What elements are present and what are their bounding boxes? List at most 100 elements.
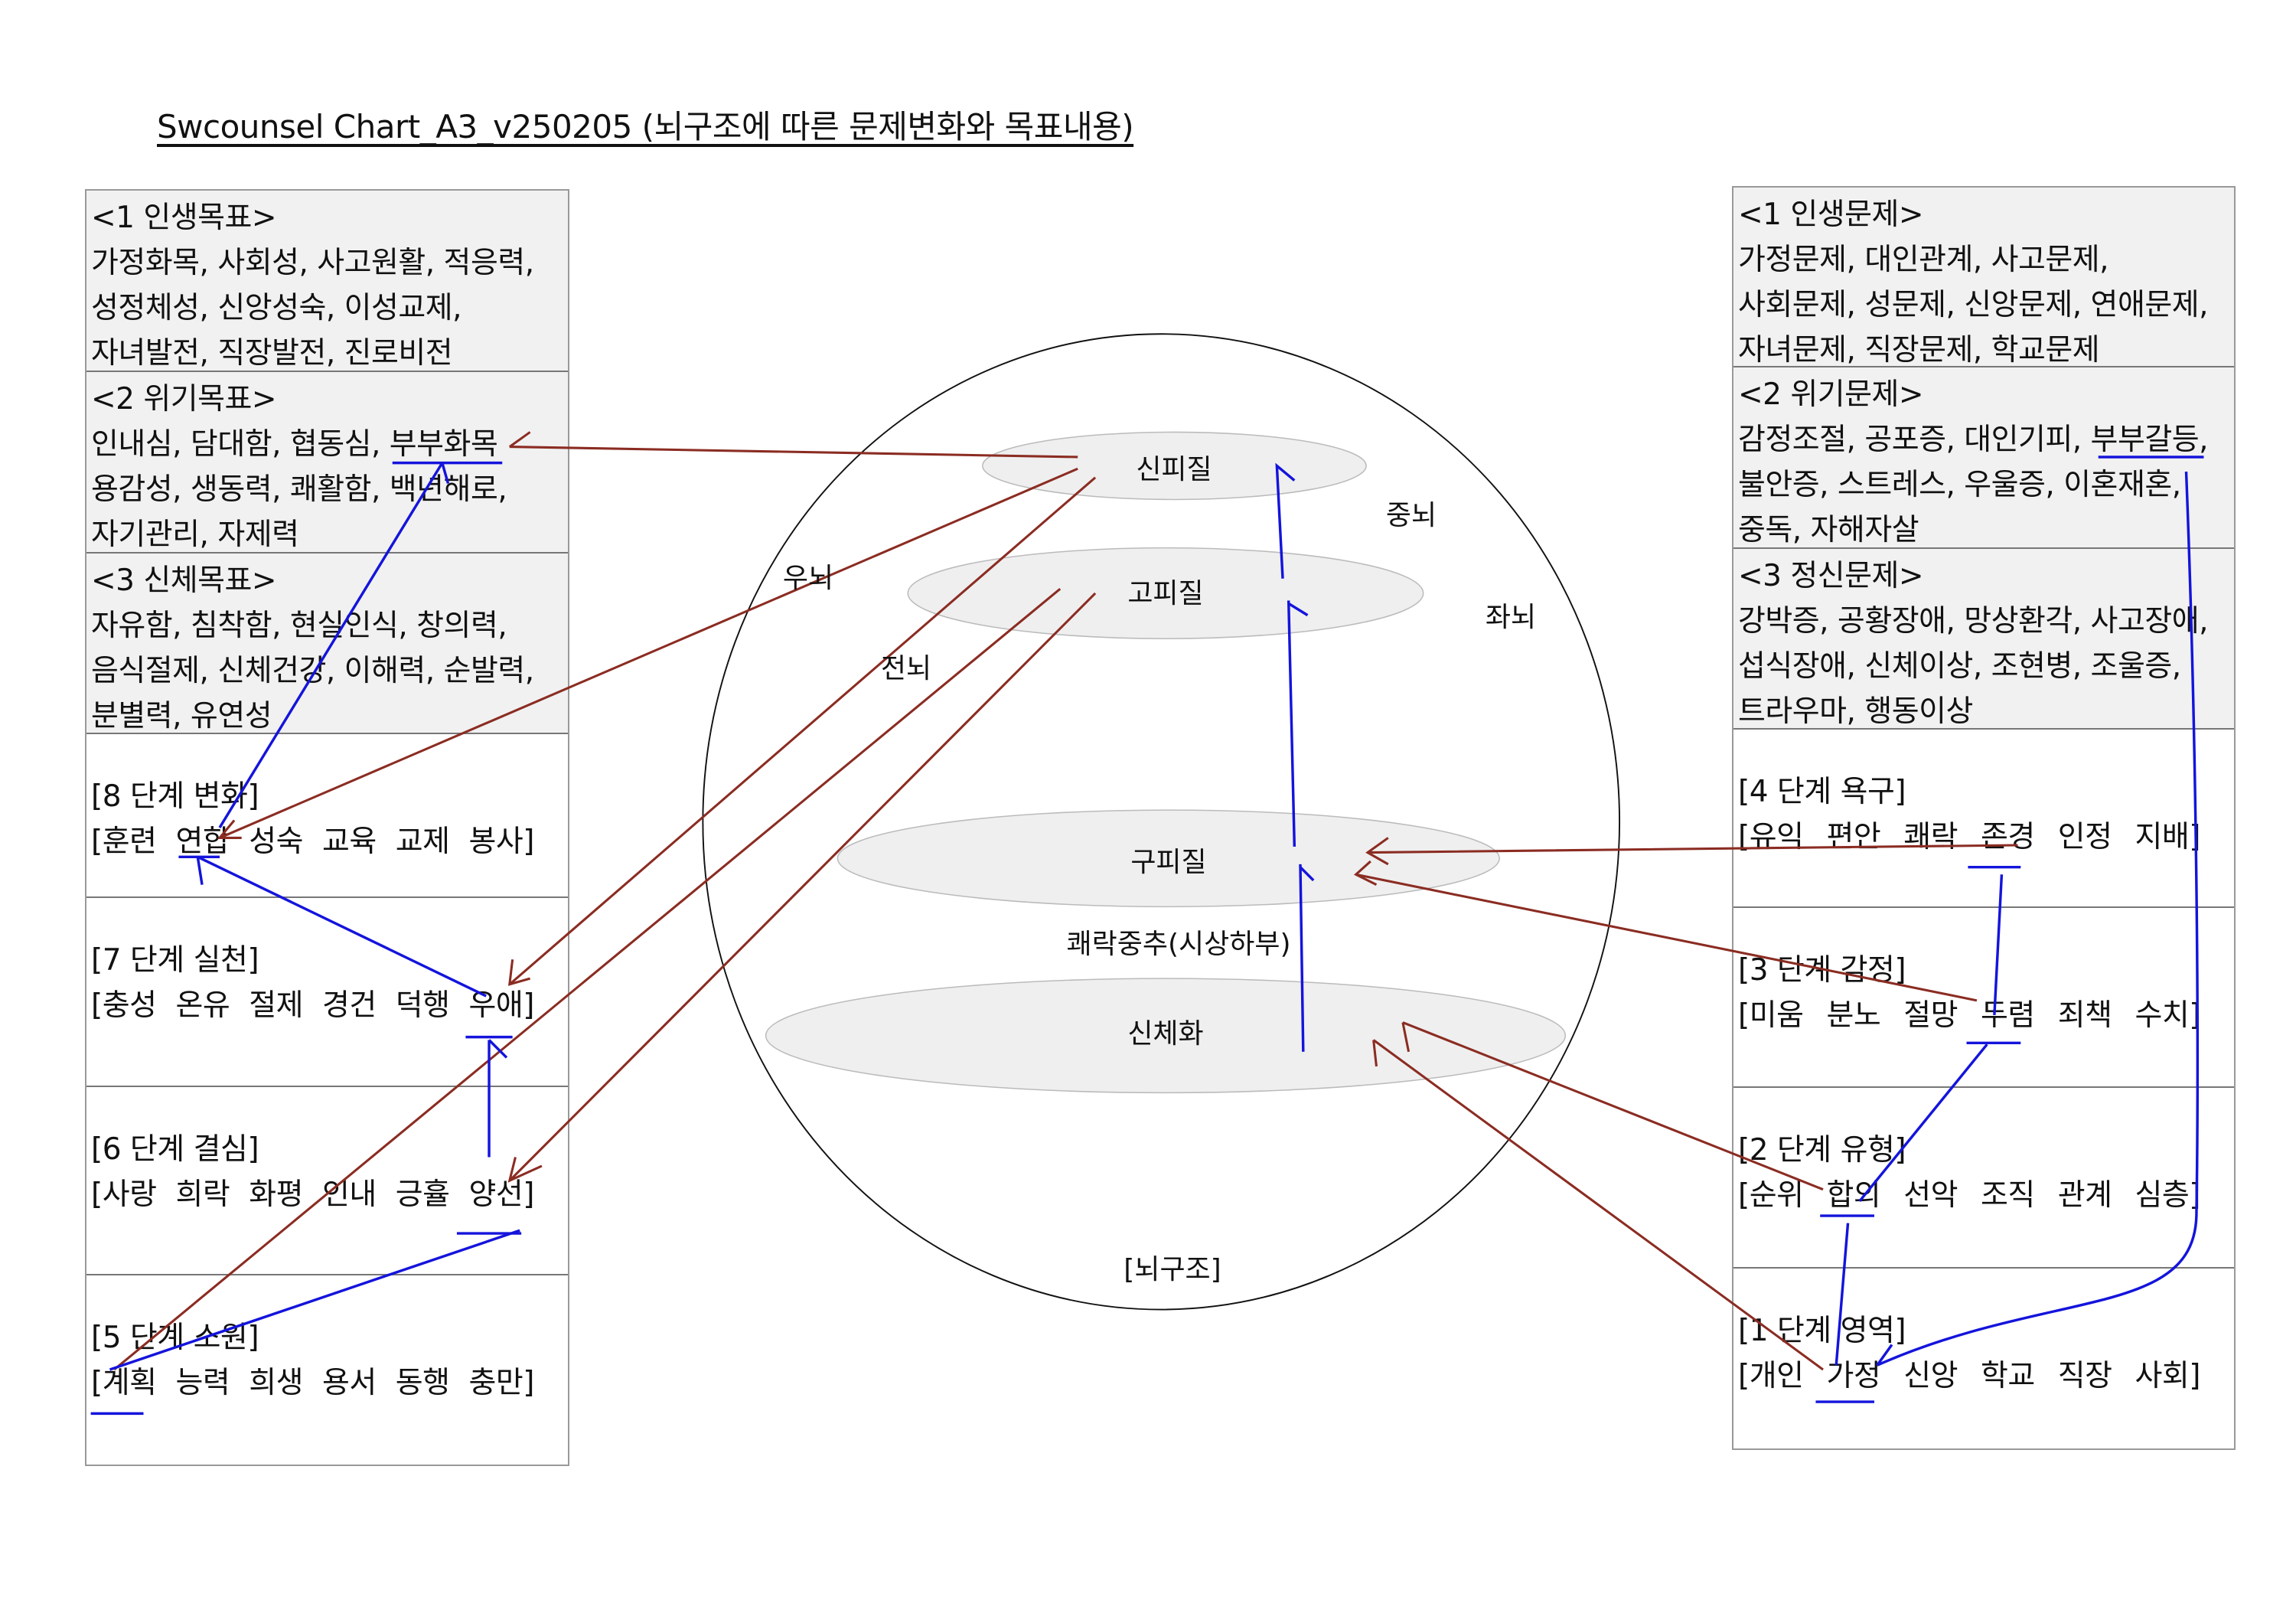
box-heading: <1 인생문제> <box>1738 198 1924 232</box>
label-left-brain: 좌뇌 <box>1485 602 1537 633</box>
box-line: 성정체성, 신앙성숙, 이성교제, <box>91 291 462 325</box>
box-line: 강박증, 공황장애, 망상환각, 사고장애, <box>1738 604 2208 638</box>
stage-item: 분노 <box>1826 998 1881 1033</box>
box-line: 감정조절, 공포증, 대인기피, 부부갈등, <box>1738 423 2208 457</box>
problems-column: <1 인생문제>가정문제, 대인관계, 사고문제,사회문제, 성문제, 신앙문제… <box>1732 186 2236 1450</box>
stage-item: [개인 <box>1738 1359 1804 1393</box>
stage-item: 화평 <box>249 1177 303 1212</box>
stage-item: 관계 <box>2057 1178 2112 1213</box>
arrow-fear-to-archicortex <box>1353 860 1978 1002</box>
stage-item: 절제 <box>249 988 303 1023</box>
label-archicortex: 구피질 <box>1130 847 1207 878</box>
stage-item: 직장 <box>2057 1359 2112 1393</box>
brown-arrows <box>113 431 2018 1371</box>
layer-paleocortex <box>907 547 1424 639</box>
label-neocortex: 신피질 <box>1136 454 1212 485</box>
stage-item: 성숙 <box>249 825 303 859</box>
arrow-up-brain-center <box>1275 462 1315 1052</box>
box-heading: <2 위기목표> <box>91 382 277 416</box>
category-box: <3 정신문제> 강박증, 공황장애, 망상환각, 사고장애, 섭식장애, 신체이상… <box>1733 549 2234 730</box>
stage-item: 지배] <box>2135 820 2200 854</box>
arrow-family-to-agreement <box>1835 1223 1850 1366</box>
stage-item: [사랑 <box>91 1177 157 1212</box>
stage-item: 충만] <box>468 1366 534 1400</box>
arrow-neocortex-to-fraternity <box>508 476 1097 986</box>
box-line: 음식절제, 신체건강, 이해력, 순발력, <box>91 654 534 688</box>
box-line: 가정화목, 사회성, 사고원활, 적응력, <box>91 246 534 280</box>
stage-item: 쾌락 <box>1903 820 1958 854</box>
box-line: 가정문제, 대인관계, 사고문제, <box>1738 243 2109 277</box>
stage-item: 선악 <box>1903 1178 1958 1213</box>
label-right-brain: 우뇌 <box>782 563 834 594</box>
box-heading: [7 단계 실천] <box>91 943 259 978</box>
brain-outline <box>702 333 1621 1311</box>
arrow-neocortex-to-union <box>217 467 1078 839</box>
goals-column: <1 인생목표>가정화목, 사회성, 사고원활, 적응력,성정체성, 신앙성숙,… <box>85 189 569 1466</box>
arrow-neocortex-to-couple-harmony <box>508 431 1078 459</box>
stage-item: 수치] <box>2135 998 2200 1033</box>
stage-item: 교제 <box>395 825 450 859</box>
label-forebrain: 전뇌 <box>880 653 932 684</box>
stage-item: 조직 <box>1980 1178 2035 1213</box>
stage-item: 희생 <box>249 1366 303 1400</box>
stage-item: [미움 <box>1738 998 1804 1033</box>
box-line: 자유함, 침착함, 현실인식, 창의력, <box>91 609 507 643</box>
box-line: 트라우마, 행동이상 <box>1738 694 1973 729</box>
box-line: 불안증, 스트레스, 우울증, 이혼재혼, <box>1738 468 2181 502</box>
stage-item: [계획 <box>91 1366 157 1400</box>
box-line: 자녀문제, 직장문제, 학교문제 <box>1738 333 2100 367</box>
layer-archicortex <box>837 809 1500 908</box>
stage-item: 심층] <box>2135 1178 2200 1213</box>
box-line: 중독, 자해자살 <box>1738 513 1919 547</box>
stage-item: 존경 <box>1980 820 2035 854</box>
stage-item: 편안 <box>1826 820 1881 854</box>
arrow-fear-to-respect <box>1993 874 2004 1016</box>
label-midbrain: 중뇌 <box>1385 500 1437 531</box>
box-line: 용감성, 생동력, 쾌활함, 백년해로, <box>91 472 507 507</box>
label-pleasure-center: 쾌락중추(시상하부) <box>1066 929 1291 960</box>
box-line: 자녀발전, 직장발전, 진로비전 <box>91 336 453 371</box>
box-heading: <3 신체목표> <box>91 563 277 598</box>
box-line: 자기관리, 자제력 <box>91 518 299 552</box>
stage-item: 용서 <box>321 1366 377 1400</box>
stage-item: 합의 <box>1826 1178 1881 1213</box>
stage-item: 사회] <box>2135 1359 2200 1393</box>
layer-neocortex <box>982 431 1367 501</box>
arrow-goodness-to-fraternity <box>488 1039 508 1158</box>
underlines <box>90 456 2204 1416</box>
box-heading: [6 단계 결심] <box>91 1132 259 1167</box>
label-paleocortex: 고피질 <box>1127 578 1204 609</box>
stage-item: [훈련 <box>91 825 157 859</box>
box-heading: [2 단계 유형] <box>1738 1133 1906 1167</box>
stage-item: 절망 <box>1903 998 1958 1033</box>
box-line: 인내심, 담대함, 협동심, 부부화목 <box>91 427 498 462</box>
stage-item: 인정 <box>2057 820 2112 854</box>
stage-item: 죄책 <box>2057 998 2112 1033</box>
category-box: <1 인생목표>가정화목, 사회성, 사고원활, 적응력,성정체성, 신앙성숙,… <box>86 191 568 372</box>
arrow-agreement-to-fear <box>1858 1043 1988 1203</box>
stage-item: 학교 <box>1980 1359 2035 1393</box>
arrow-couple-conflict-to-family <box>1876 472 2200 1367</box>
box-heading: <3 정신문제> <box>1738 559 1924 593</box>
stage-item: 양선] <box>468 1177 534 1212</box>
category-box: <3 신체목표> 자유함, 침착함, 현실인식, 창의력, 음식절제, 신체건강, … <box>86 554 568 734</box>
arrow-plan-to-goodness <box>109 1229 520 1371</box>
blue-arrows <box>90 456 2204 1416</box>
stage-item: 동행 <box>395 1366 450 1400</box>
box-line: 섭식장애, 신체이상, 조현병, 조울증, <box>1738 649 2181 684</box>
label-brain-structure: [뇌구조] <box>1124 1254 1221 1285</box>
arrow-paleocortex-to-plan <box>113 587 1062 1371</box>
arrow-agreement-to-somatization <box>1401 1021 1824 1191</box>
